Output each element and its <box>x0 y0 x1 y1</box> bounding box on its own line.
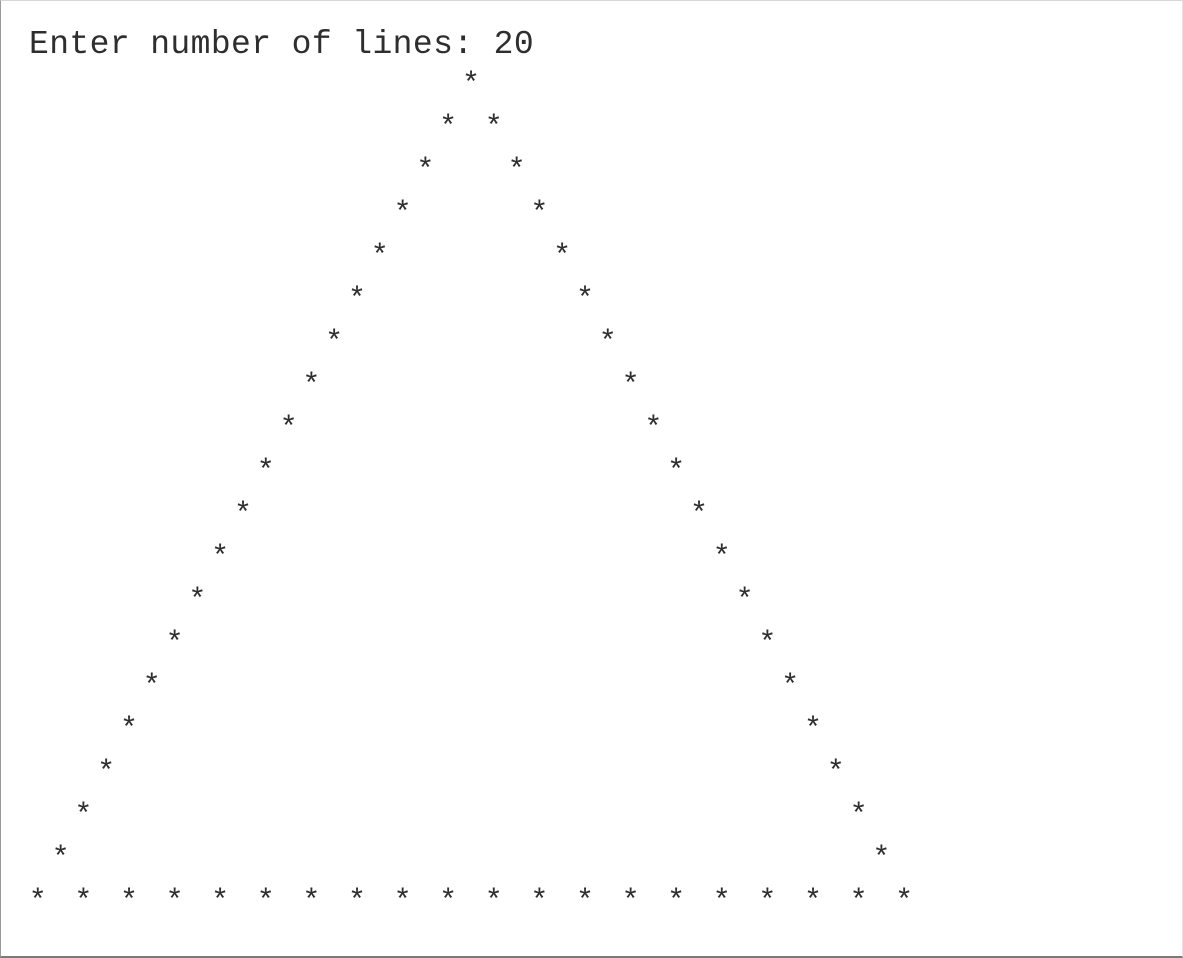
asterisk-row-4-2: * <box>530 197 549 231</box>
asterisk-row-16-1: * <box>119 713 139 747</box>
asterisk-row-7-1: * <box>325 326 344 360</box>
asterisk-row-9-1: * <box>279 412 298 446</box>
asterisk-row-12-1: * <box>211 541 230 575</box>
asterisk-row-13-2: * <box>735 584 754 618</box>
asterisk-row-8-2: * <box>621 369 640 403</box>
asterisk-row-20-13: * <box>575 885 595 919</box>
asterisk-row-8-1: * <box>302 369 321 403</box>
asterisk-row-5-1: * <box>370 240 389 274</box>
asterisk-row-20-2: * <box>74 885 93 919</box>
asterisk-row-17-1: * <box>97 756 116 790</box>
asterisk-row-15-2: * <box>781 670 800 704</box>
asterisk-row-7-2: * <box>598 326 617 360</box>
asterisk-row-20-19: * <box>849 885 868 919</box>
asterisk-row-3-2: * <box>507 154 526 188</box>
asterisk-row-20-12: * <box>530 885 549 919</box>
asterisk-row-11-1: * <box>233 498 253 532</box>
asterisk-row-20-7: * <box>302 885 321 919</box>
asterisk-row-9-2: * <box>644 412 663 446</box>
asterisk-row-18-1: * <box>74 799 93 833</box>
asterisk-row-6-1: * <box>347 283 367 317</box>
asterisk-row-17-2: * <box>826 756 845 790</box>
asterisk-row-16-2: * <box>803 713 823 747</box>
asterisk-row-20-20: * <box>895 885 914 919</box>
asterisk-row-14-2: * <box>758 627 777 661</box>
asterisk-row-19-2: * <box>872 842 891 876</box>
asterisk-row-10-1: * <box>256 455 275 489</box>
asterisk-row-3-1: * <box>416 154 435 188</box>
asterisk-row-10-2: * <box>667 455 686 489</box>
asterisk-row-20-16: * <box>712 885 731 919</box>
asterisk-row-20-3: * <box>119 885 139 919</box>
console-prompt-line: Enter number of lines: 20 <box>29 26 535 63</box>
asterisk-row-13-1: * <box>188 584 207 618</box>
asterisk-row-20-11: * <box>484 885 503 919</box>
asterisk-row-12-2: * <box>712 541 731 575</box>
asterisk-row-5-2: * <box>553 240 572 274</box>
asterisk-row-15-1: * <box>142 670 161 704</box>
asterisk-row-2-2: * <box>484 111 503 145</box>
asterisk-row-1-1: * <box>461 68 481 102</box>
asterisk-row-20-17: * <box>758 885 777 919</box>
asterisk-row-20-9: * <box>393 885 412 919</box>
asterisk-row-20-10: * <box>439 885 458 919</box>
asterisk-row-18-2: * <box>849 799 868 833</box>
asterisk-row-20-5: * <box>211 885 230 919</box>
asterisk-row-20-18: * <box>803 885 823 919</box>
asterisk-row-11-2: * <box>689 498 709 532</box>
asterisk-row-19-1: * <box>51 842 70 876</box>
asterisk-row-20-1: * <box>28 885 47 919</box>
asterisk-row-2-1: * <box>439 111 458 145</box>
asterisk-row-20-6: * <box>256 885 275 919</box>
asterisk-row-20-4: * <box>165 885 184 919</box>
asterisk-row-20-14: * <box>621 885 640 919</box>
asterisk-row-6-2: * <box>575 283 595 317</box>
asterisk-row-14-1: * <box>165 627 184 661</box>
asterisk-row-4-1: * <box>393 197 412 231</box>
asterisk-row-20-8: * <box>347 885 367 919</box>
asterisk-row-20-15: * <box>667 885 686 919</box>
